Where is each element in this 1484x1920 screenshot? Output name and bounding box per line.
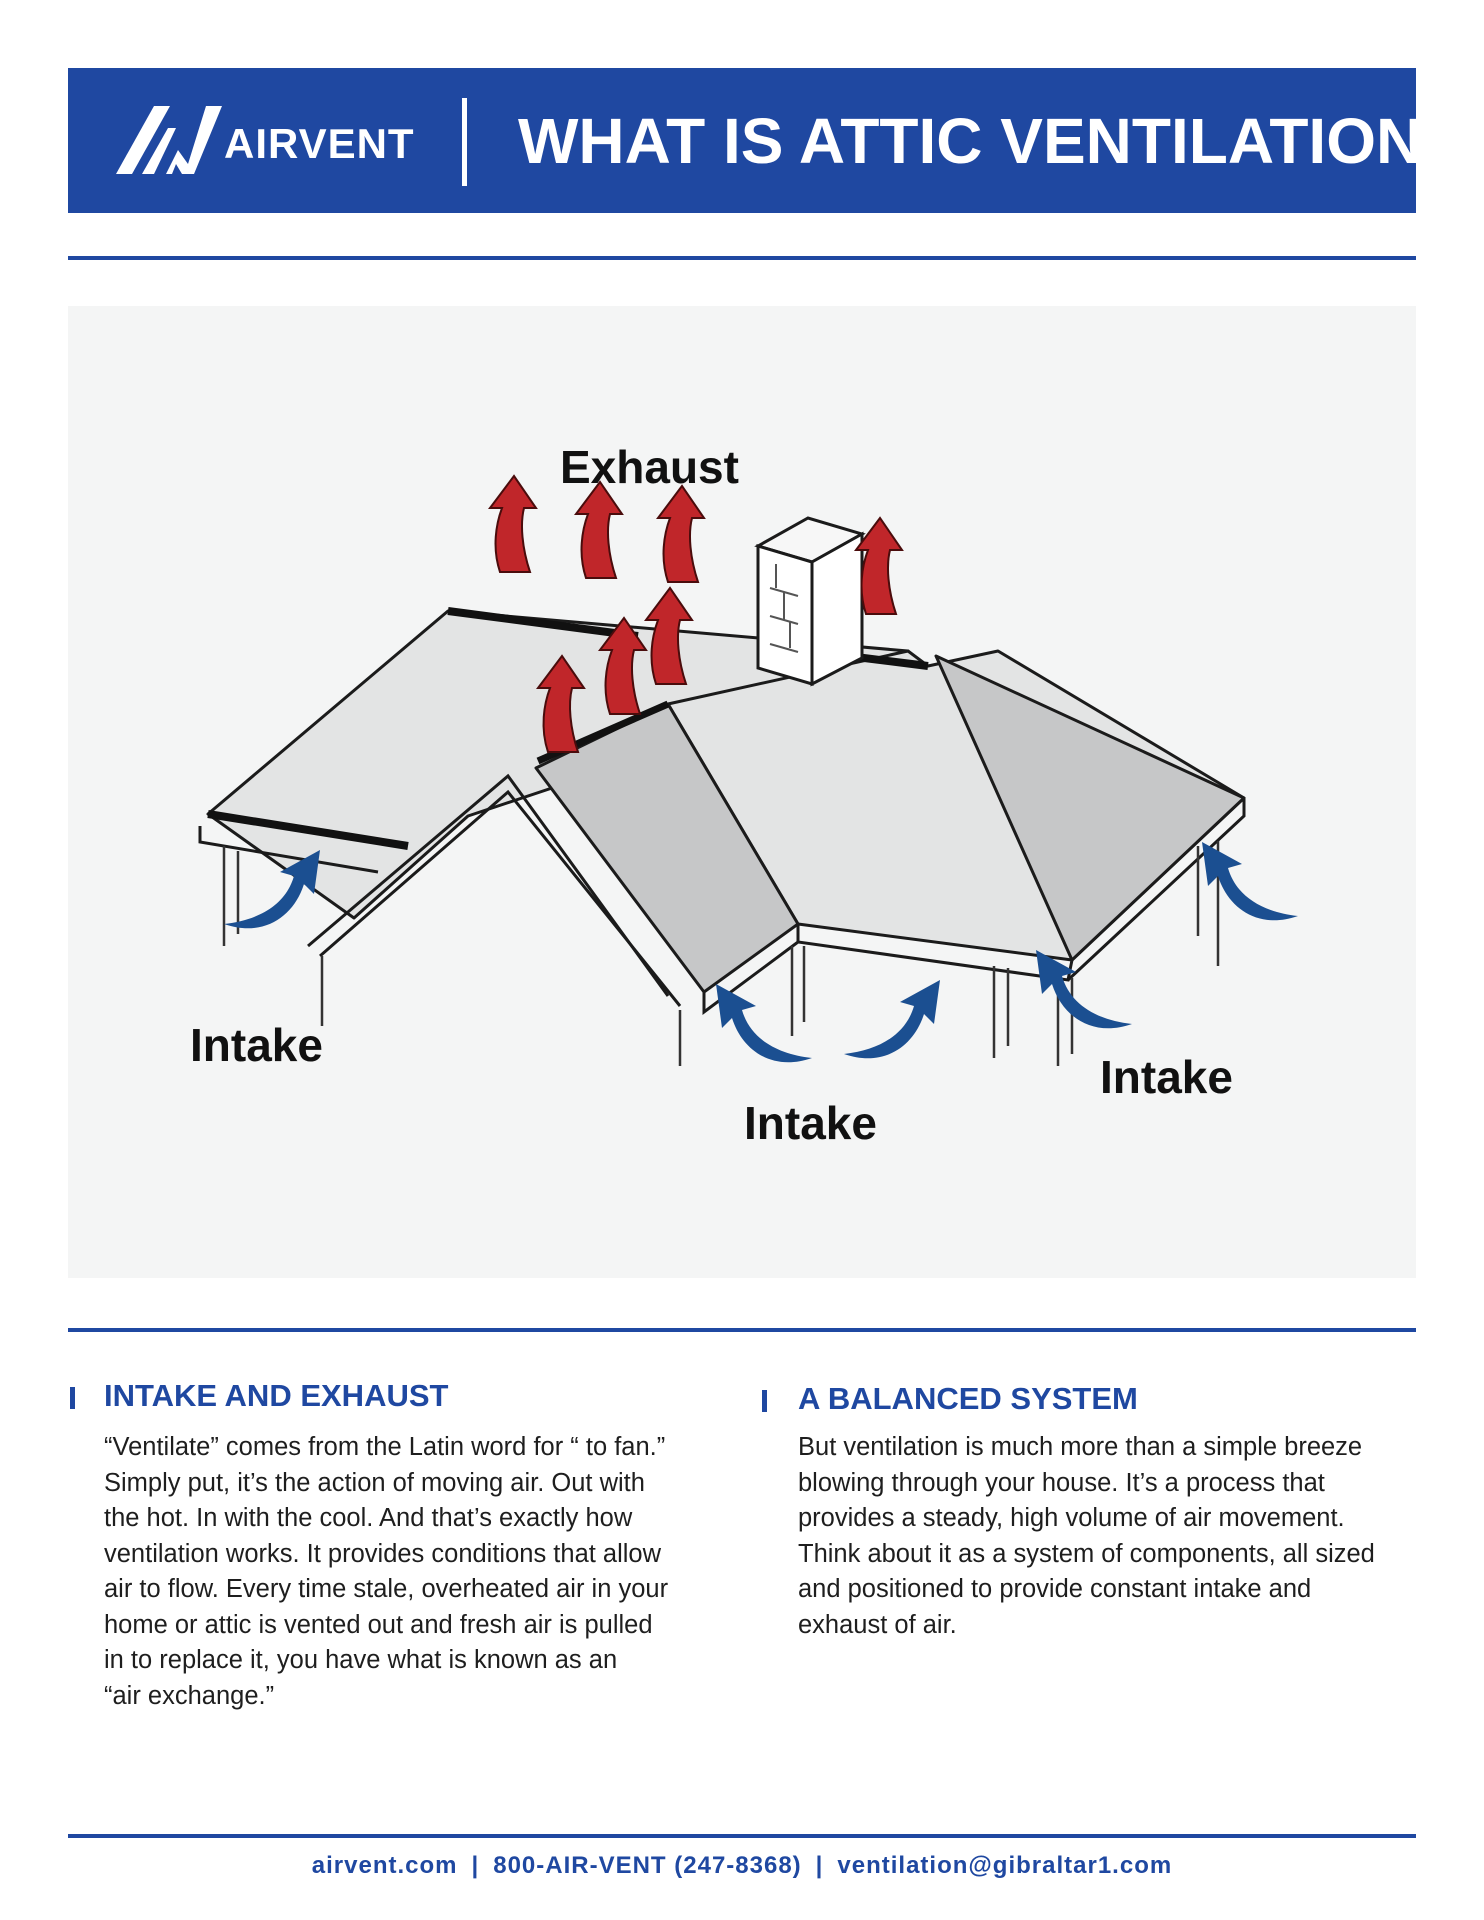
page-title: WHAT IS ATTIC VENTILATION xyxy=(518,105,1423,177)
text-line: Simply put, it’s the action of moving ai… xyxy=(104,1468,645,1497)
text-line: and positioned to provide constant intak… xyxy=(798,1575,1312,1603)
airvent-logo-mark-icon xyxy=(116,106,222,174)
text-line: “air exchange.” xyxy=(104,1681,275,1710)
email-link[interactable]: ventilation@gibraltar1.com xyxy=(837,1852,1173,1879)
section-heading-balanced-system: A BALANCED SYSTEM xyxy=(798,1381,1138,1416)
intake-arrow xyxy=(716,984,812,1063)
text-line: Think about it as a system of components… xyxy=(798,1539,1375,1568)
phone-number[interactable]: 800-AIR-VENT (247-8368) xyxy=(493,1852,802,1879)
text-line: But ventilation is much more than a simp… xyxy=(798,1433,1363,1461)
right-roof-panel xyxy=(934,654,1246,962)
text-line: blowing through your house. It’s a proce… xyxy=(798,1468,1325,1497)
exhaust-arrow xyxy=(657,485,705,583)
text-line: exhaust of air. xyxy=(798,1610,957,1639)
text-line: “Ventilate” comes from the Latin word fo… xyxy=(104,1433,666,1461)
chimney xyxy=(754,516,866,687)
text-line: the hot. In with the cool. And that’s ex… xyxy=(104,1504,633,1532)
page-header: AIRVENT WHAT IS ATTIC VENTILATION xyxy=(68,68,1422,213)
brand-name: AIRVENT xyxy=(224,120,415,167)
middle-rule xyxy=(68,1328,1416,1332)
top-rule xyxy=(68,256,1416,260)
intake-label-right: Intake xyxy=(1100,1051,1233,1103)
footer-contact: airvent.com | 800-AIR-VENT (247-8368) | vent… xyxy=(68,1852,1416,1880)
footer-separator: | xyxy=(815,1852,824,1879)
header-divider xyxy=(462,98,467,186)
intake-label-center: Intake xyxy=(744,1097,877,1149)
text-line: ventilation works. It provides condition… xyxy=(104,1539,662,1568)
text-line: air to flow. Every time stale, overheate… xyxy=(104,1575,669,1603)
section-heading-intake-exhaust: INTAKE AND EXHAUST xyxy=(104,1378,449,1413)
intake-arrow xyxy=(1202,842,1298,921)
bottom-rule xyxy=(68,1834,1416,1838)
exhaust-arrow xyxy=(575,481,623,579)
section-marker xyxy=(70,1387,75,1409)
section-body-intake-exhaust: “Ventilate” comes from the Latin word fo… xyxy=(104,1430,724,1714)
airvent-logo: AIRVENT xyxy=(116,106,416,176)
website-link[interactable]: airvent.com xyxy=(311,1852,458,1879)
intake-arrow xyxy=(1036,950,1132,1029)
intake-label-left: Intake xyxy=(190,1019,323,1071)
exhaust-label: Exhaust xyxy=(560,441,739,493)
intake-arrow xyxy=(844,980,940,1059)
house-roof-illustration xyxy=(198,475,1298,1066)
section-body-balanced-system: But ventilation is much more than a simp… xyxy=(798,1430,1418,1643)
attic-ventilation-diagram: Exhaust Intake Intake Intake xyxy=(68,306,1416,1278)
footer-separator: | xyxy=(471,1852,480,1879)
text-line: in to replace it, you have what is known… xyxy=(104,1646,618,1674)
exhaust-arrow xyxy=(489,475,537,573)
section-marker xyxy=(762,1390,767,1412)
text-line: home or attic is vented out and fresh ai… xyxy=(104,1610,653,1639)
text-line: provides a steady, high volume of air mo… xyxy=(798,1504,1345,1532)
